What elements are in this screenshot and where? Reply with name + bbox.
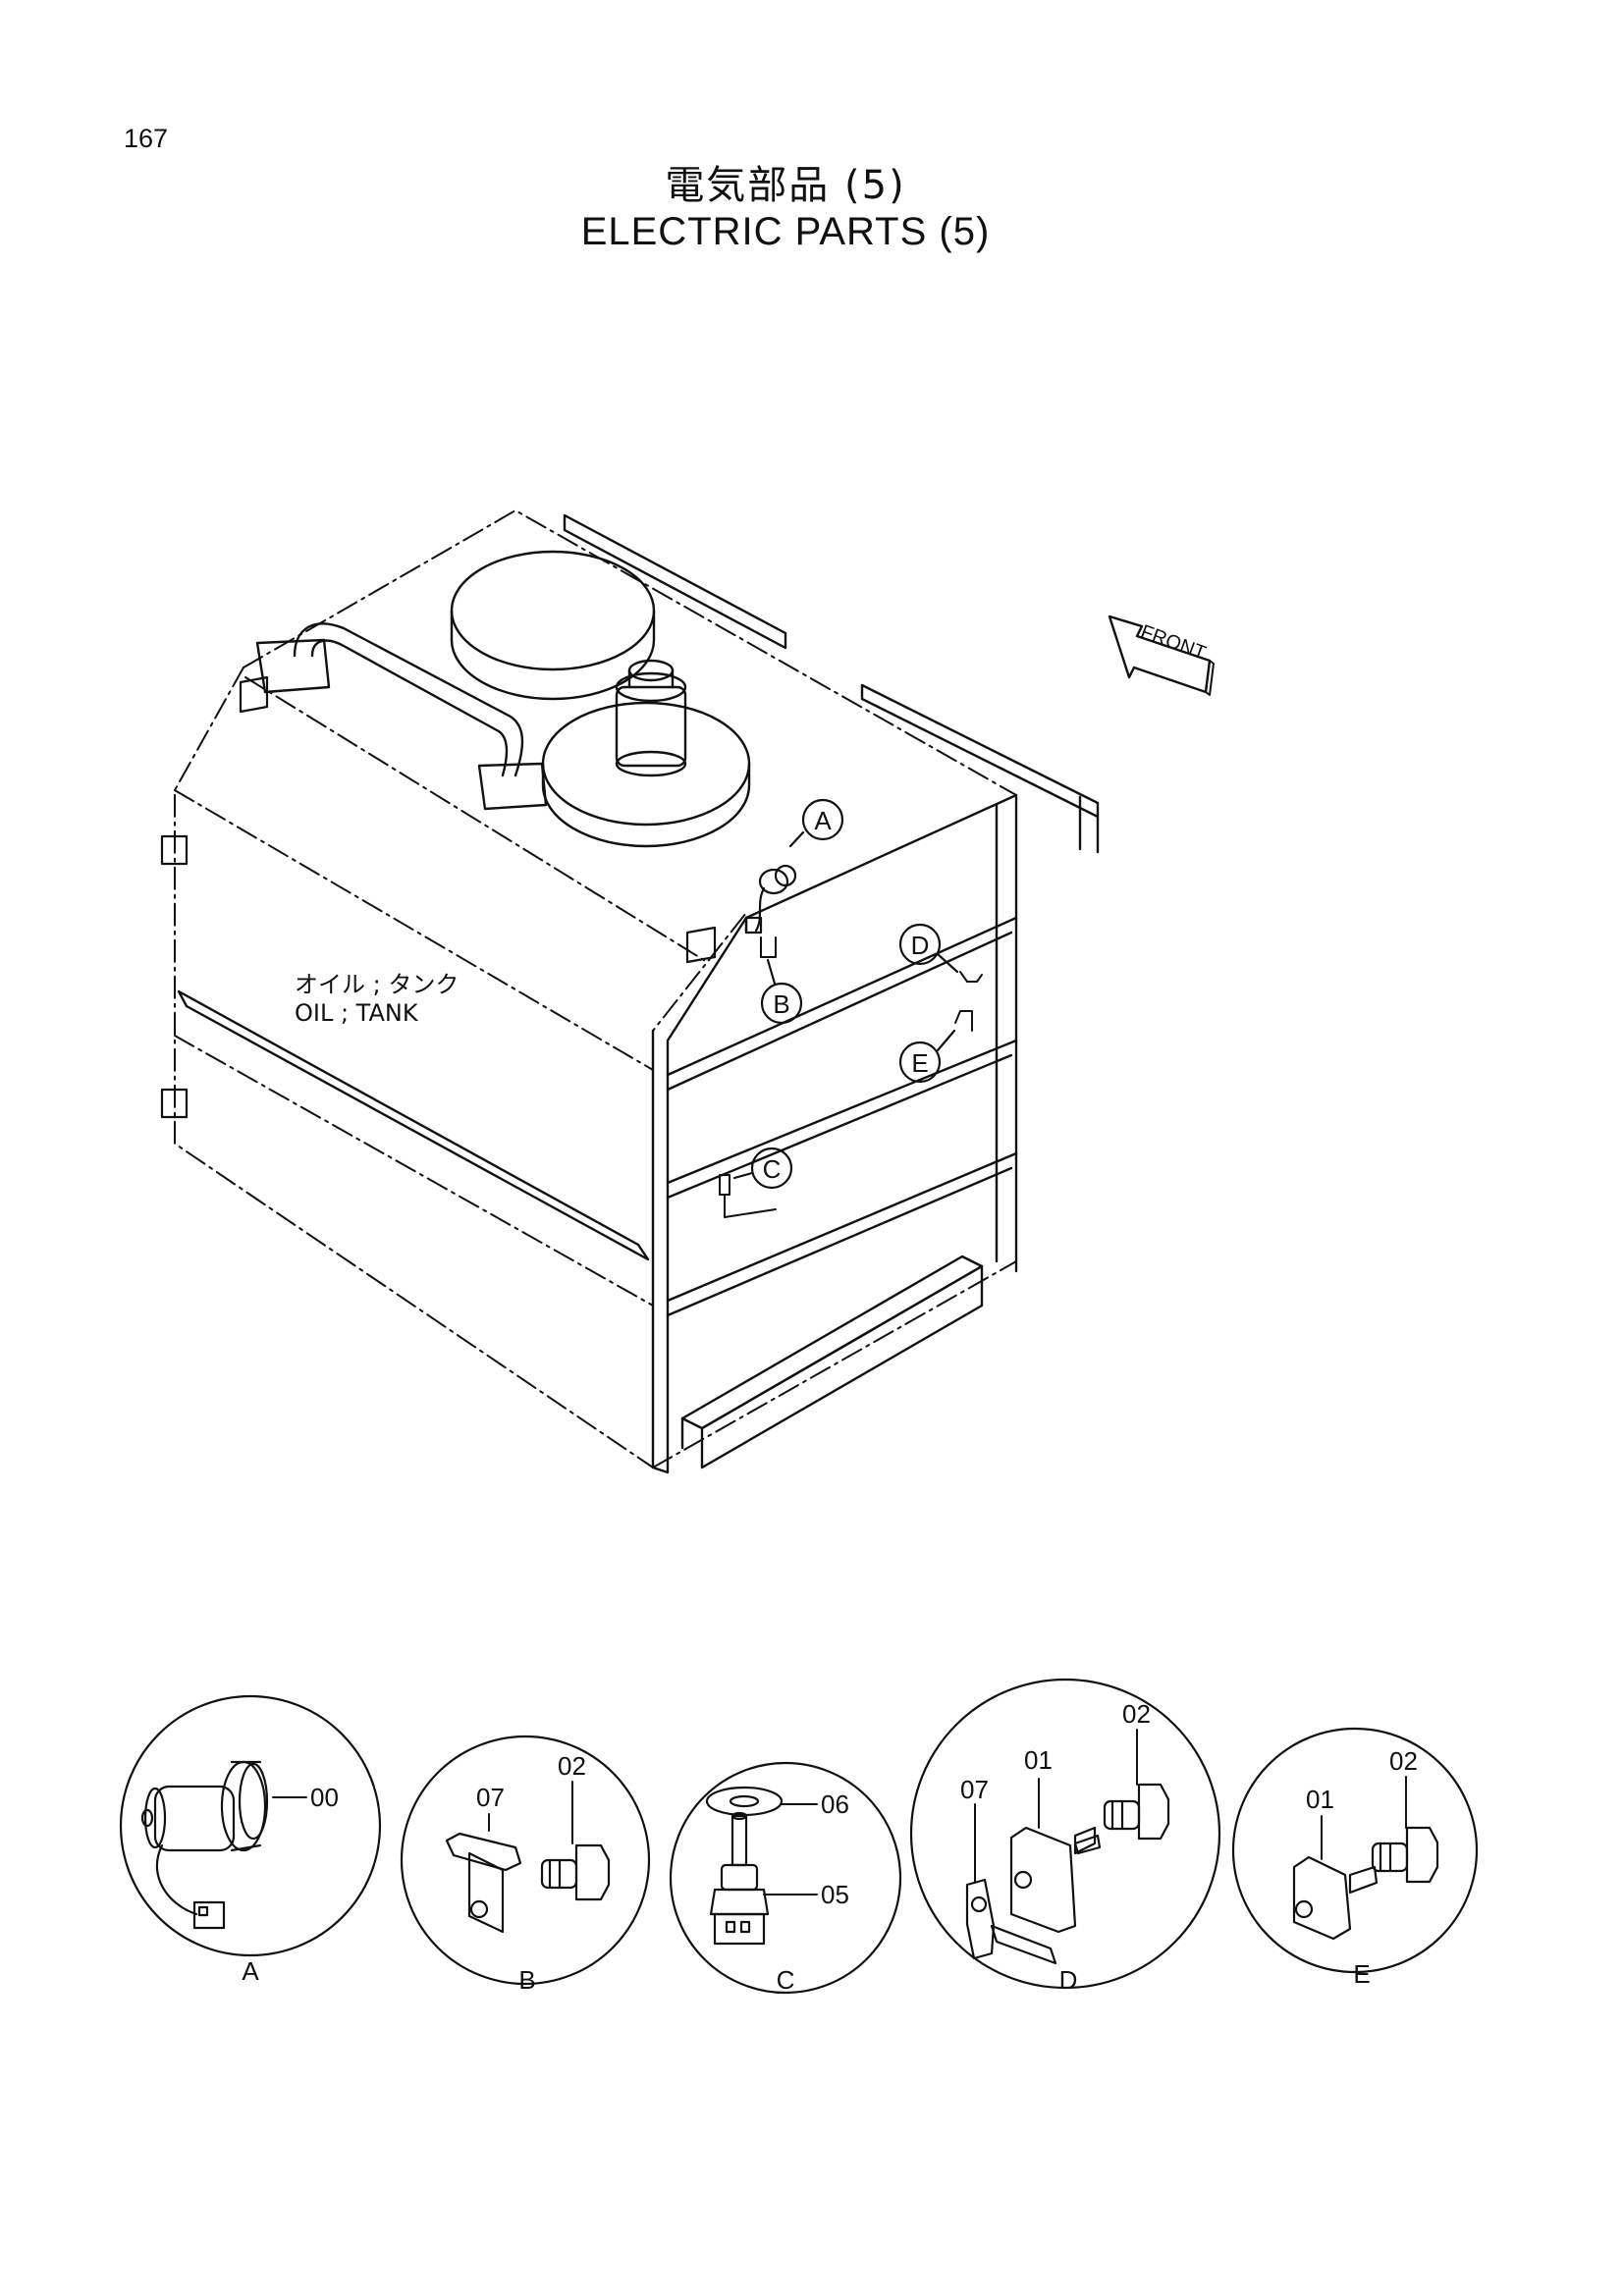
- detail-d-part-label-bolt: 02: [1122, 1699, 1151, 1729]
- detail-e-bolt: [1371, 1826, 1439, 1884]
- detail-b-circle: [400, 1735, 651, 1986]
- side-block-lower: [160, 1088, 189, 1119]
- callout-c-circle: [750, 1147, 793, 1190]
- detail-d-bracket-lower: [965, 1878, 1057, 1965]
- callout-e-circle: [898, 1041, 942, 1084]
- top-rail-right: [860, 683, 1100, 819]
- tank-label-japanese: オイル ; タンク: [295, 971, 460, 998]
- oil-tank-drawing: A B C D E: [160, 509, 1100, 1474]
- callout-b-letter: B: [773, 989, 789, 1019]
- tank-outline-upper-edge: [174, 789, 654, 1071]
- bottom-angle-bracket: [680, 1255, 984, 1469]
- detail-e-letter: E: [1353, 1959, 1370, 1989]
- callout-a-letter: A: [814, 806, 832, 835]
- side-block-upper: [160, 834, 189, 866]
- level-sensor-on-tank: [744, 864, 797, 934]
- detail-b: 07 02 B: [400, 1735, 651, 1995]
- page-number: 167: [124, 124, 169, 153]
- detail-d-part-label-bracket-lower: 07: [960, 1775, 989, 1804]
- filler-cap-breather: [541, 659, 751, 848]
- detail-c-circle: [669, 1761, 902, 1995]
- bracket-e-on-tank: [954, 1010, 973, 1032]
- bracket-d-on-tank: [959, 971, 983, 983]
- callout-d-circle: [898, 923, 942, 966]
- tank-label: OIL ; TANK: [295, 999, 418, 1027]
- detail-e-part-label-bolt: 02: [1389, 1746, 1418, 1776]
- tank-outline-bottom: [652, 1260, 1017, 1468]
- callout-e-letter: E: [911, 1048, 928, 1078]
- detail-e: 01 02 E: [1231, 1727, 1479, 1989]
- detail-c-washer: [705, 1786, 784, 1817]
- detail-b-letter: B: [518, 1965, 535, 1995]
- detail-d-bolt: [1103, 1783, 1170, 1841]
- detail-d-circle: [909, 1678, 1221, 1990]
- callout-b-circle: [760, 982, 803, 1025]
- detail-d-bracket-upper: [1009, 1826, 1102, 1934]
- corner-block: [239, 675, 269, 714]
- detail-b-part-label-bracket: 07: [476, 1783, 505, 1812]
- detail-b-bolt: [540, 1843, 611, 1901]
- detail-a-sensor: [140, 1760, 269, 1930]
- tank-outline-left: [174, 667, 747, 1468]
- detail-a-part-label: 00: [310, 1783, 339, 1812]
- detail-c-letter: C: [777, 1965, 795, 1995]
- corner-block-right: [685, 926, 717, 964]
- detail-c: 06 05 C: [669, 1761, 902, 1995]
- detail-d-letter: D: [1059, 1965, 1078, 1995]
- detail-c-temp-sensor: [709, 1811, 770, 1946]
- filler-cap-large: [450, 550, 656, 701]
- front-arrow: FRONT: [1108, 614, 1215, 696]
- page-title-japanese: 電気部品 (5): [665, 163, 906, 208]
- detail-d: 01 07 02 D: [909, 1678, 1221, 1995]
- detail-a-circle: [119, 1694, 382, 1957]
- tank-handle: [255, 622, 548, 811]
- detail-e-part-label-bracket: 01: [1306, 1785, 1334, 1814]
- detail-e-bracket: [1292, 1855, 1379, 1941]
- callout-c-letter: C: [763, 1154, 782, 1184]
- detail-b-bracket: [445, 1832, 522, 1934]
- front-arrow-label: FRONT: [1138, 621, 1209, 665]
- detail-a: 00 A: [119, 1694, 382, 1986]
- detail-a-letter: A: [242, 1956, 259, 1986]
- temp-sensor-on-tank: [719, 1174, 777, 1218]
- detail-b-part-label-bolt: 02: [558, 1751, 586, 1781]
- callout-a-circle: [801, 798, 844, 841]
- top-rail-left: [563, 513, 787, 650]
- tank-outline-top: [243, 509, 1017, 796]
- tank-outline-top-edge: [244, 676, 708, 963]
- front-face-frame: [651, 793, 1018, 1474]
- callout-d-letter: D: [911, 931, 930, 960]
- detail-d-part-label-bracket-upper: 01: [1024, 1745, 1053, 1775]
- tank-outline-mid: [174, 1035, 654, 1307]
- detail-c-part-label-washer: 06: [821, 1789, 849, 1819]
- bracket-on-tank: [760, 936, 777, 958]
- detail-e-circle: [1231, 1727, 1479, 1974]
- page-title: ELECTRIC PARTS (5): [580, 210, 991, 253]
- detail-c-part-label-sensor: 05: [821, 1880, 849, 1909]
- side-rail: [177, 989, 650, 1261]
